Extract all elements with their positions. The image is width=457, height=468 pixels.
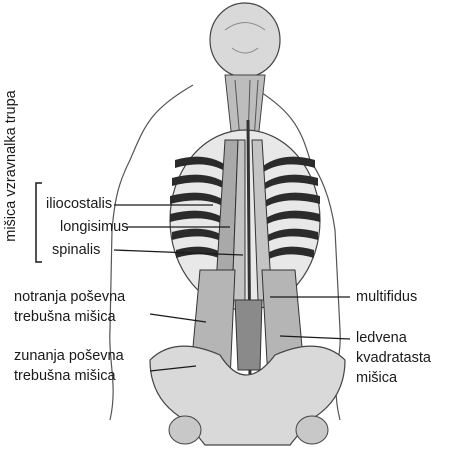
label-spinalis: spinalis — [52, 242, 100, 259]
skull — [210, 3, 280, 77]
label-zunanja-line1: zunanja poševna — [14, 348, 124, 365]
label-notranja-line1: notranja poševna — [14, 289, 125, 306]
label-ledvena-line2: kvadratasta — [356, 350, 431, 367]
label-zunanja-line2: trebušna mišica — [14, 368, 116, 385]
label-multifidus: multifidus — [356, 289, 417, 306]
label-notranja-line2: trebušna mišica — [14, 309, 116, 326]
label-ledvena-line1: ledvena — [356, 330, 407, 347]
label-ledvena-line3: mišica — [356, 370, 397, 387]
label-longisimus: longisimus — [60, 219, 129, 236]
group-bracket — [36, 183, 42, 262]
group-label: mišica vzravnalka trupa — [0, 66, 22, 266]
label-iliocostalis: iliocostalis — [46, 196, 112, 213]
